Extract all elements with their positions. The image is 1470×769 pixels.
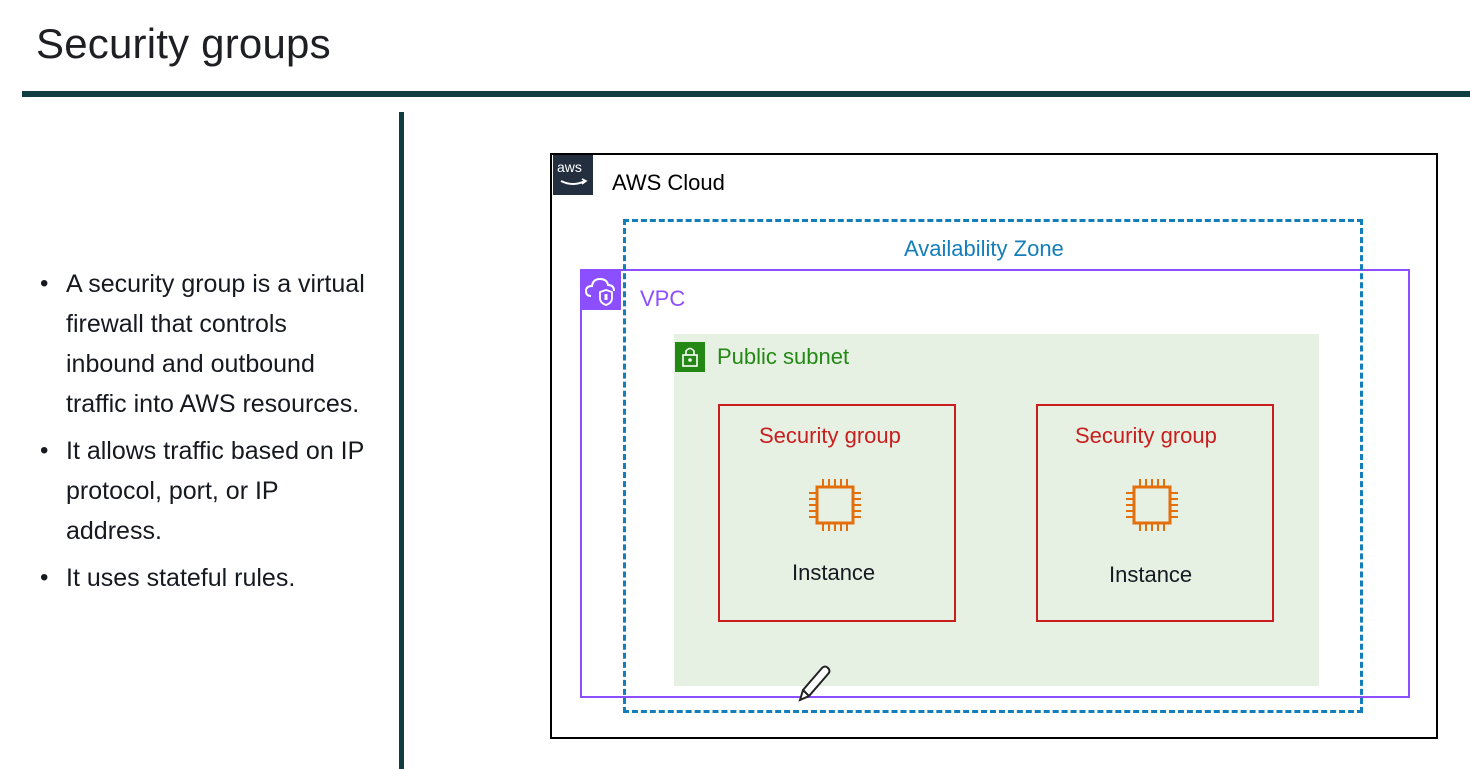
vpc-label: VPC (640, 286, 686, 311)
ec2-chip-icon (809, 479, 861, 531)
availability-zone-label: Availability Zone (904, 236, 1064, 261)
subnet-lock-icon (675, 342, 705, 372)
aws-cloud-boundary (550, 153, 1438, 739)
title-rule (22, 91, 1470, 97)
availability-zone-boundary (623, 219, 1363, 713)
security-group (1036, 404, 1274, 622)
vpc-boundary (580, 269, 1410, 698)
vpc-cloud-shield-icon (581, 270, 621, 310)
bullet-list: A security group is a virtual firewall t… (38, 264, 378, 605)
public-subnet-label: Public subnet (717, 344, 850, 369)
bullet-item: A security group is a virtual firewall t… (38, 264, 378, 424)
security-group (718, 404, 956, 622)
aws-logo-icon: aws (553, 155, 593, 195)
ec2-chip-icon (1126, 479, 1178, 531)
aws-cloud-label: AWS Cloud (612, 170, 725, 195)
security-group-label: Security group (1075, 423, 1217, 448)
instance-label: Instance (792, 560, 876, 585)
instance-label: Instance (1109, 562, 1193, 587)
security-group-label: Security group (759, 423, 901, 448)
pencil-icon (798, 665, 831, 702)
bullet-item: It allows traffic based on IP protocol, … (38, 431, 378, 551)
bullet-item: It uses stateful rules. (38, 558, 378, 598)
public-subnet (674, 334, 1319, 686)
page-title: Security groups (36, 20, 331, 67)
column-divider (399, 112, 404, 769)
